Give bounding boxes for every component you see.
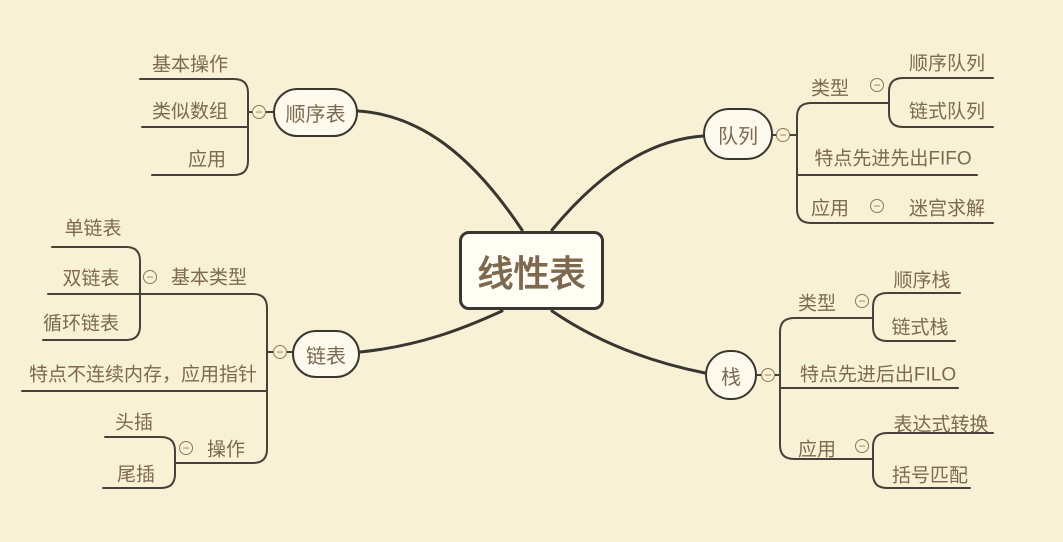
subtopic-biaodashi-zhuanhuan[interactable]: 表达式转换 — [893, 414, 989, 436]
minus-circle-icon: − — [779, 128, 787, 142]
subtopic-zhan-yingyong[interactable]: 应用 — [797, 439, 837, 461]
subtopic-lianshi-zhan[interactable]: 链式栈 — [891, 317, 949, 339]
subtopic-migong-qiujie[interactable]: 迷宫求解 — [908, 198, 986, 220]
bracket-zhan-yingyong-children — [872, 432, 994, 489]
collapse-toggle-zhan[interactable]: − — [761, 368, 775, 382]
subtopic-dan-lianbiao[interactable]: 单链表 — [64, 218, 122, 240]
subtopic-shunxubiao-yingyong[interactable]: 应用 — [187, 149, 227, 171]
edge-root-to-duilie — [550, 134, 705, 232]
subtopic-jiben-caozuo[interactable]: 基本操作 — [151, 54, 229, 76]
topic-lianbiao[interactable]: 链表 — [292, 330, 360, 378]
minus-circle-icon: − — [764, 368, 772, 382]
bracket-caozuo-children — [102, 436, 176, 489]
edge-root-to-shunxubiao — [356, 109, 524, 232]
subtopic-zhan-tedian[interactable]: 特点先进后出FILO — [799, 364, 957, 386]
subtopic-leisi-shuzu[interactable]: 类似数组 — [151, 101, 229, 123]
bracket-duilie-children — [796, 102, 994, 224]
subtopic-duilie-yingyong[interactable]: 应用 — [810, 198, 850, 220]
subtopic-shunxu-duilie[interactable]: 顺序队列 — [908, 53, 986, 75]
collapse-toggle-lianbiao[interactable]: − — [273, 345, 287, 359]
minus-circle-icon: − — [873, 78, 881, 92]
minus-circle-icon: − — [858, 439, 866, 453]
collapse-toggle-duilie[interactable]: − — [776, 128, 790, 142]
subtopic-shunxu-zhan[interactable]: 顺序栈 — [893, 270, 951, 292]
minus-circle-icon: − — [858, 294, 866, 308]
subtopic-kuohao-pipei[interactable]: 括号匹配 — [891, 465, 969, 487]
edge-root-to-zhan — [550, 309, 707, 375]
collapse-toggle-duilie-leixing[interactable]: − — [870, 78, 884, 92]
subtopic-toucha[interactable]: 头插 — [114, 412, 154, 434]
collapse-toggle-shunxubiao[interactable]: − — [252, 105, 266, 119]
subtopic-caozuo[interactable]: 操作 — [206, 439, 246, 461]
subtopic-jiben-leixing[interactable]: 基本类型 — [170, 267, 248, 289]
subtopic-xunhuan-lianbiao[interactable]: 循环链表 — [42, 313, 120, 335]
subtopic-weicha[interactable]: 尾插 — [116, 464, 156, 486]
collapse-toggle-jiben-leixing[interactable]: − — [143, 270, 157, 284]
collapse-toggle-duilie-yingyong[interactable]: − — [870, 199, 884, 213]
topic-shunxubiao[interactable]: 顺序表 — [273, 88, 358, 137]
minus-circle-icon: − — [146, 270, 154, 284]
collapse-toggle-zhan-yingyong[interactable]: − — [855, 439, 869, 453]
subtopic-duilie-leixing[interactable]: 类型 — [810, 78, 850, 100]
subtopic-lianbiao-tedian[interactable]: 特点不连续内存，应用指针 — [28, 364, 258, 386]
minus-circle-icon: − — [182, 441, 190, 455]
subtopic-shuang-lianbiao[interactable]: 双链表 — [62, 268, 120, 290]
subtopic-lianshi-duilie[interactable]: 链式队列 — [908, 101, 986, 123]
topic-duilie[interactable]: 队列 — [703, 108, 773, 160]
root-topic[interactable]: 线性表 — [459, 231, 604, 310]
minus-circle-icon: − — [255, 105, 263, 119]
edge-root-to-lianbiao — [358, 309, 504, 354]
minus-circle-icon: − — [873, 199, 881, 213]
topic-zhan[interactable]: 栈 — [705, 350, 757, 400]
collapse-toggle-caozuo[interactable]: − — [179, 441, 193, 455]
subtopic-zhan-leixing[interactable]: 类型 — [797, 293, 837, 315]
bracket-zhan-leixing-children — [872, 292, 961, 342]
minus-circle-icon: − — [276, 345, 284, 359]
collapse-toggle-zhan-leixing[interactable]: − — [855, 294, 869, 308]
bracket-lianbiao-children — [139, 293, 268, 464]
subtopic-duilie-tedian[interactable]: 特点先进先出FIFO — [814, 148, 972, 170]
bracket-duilie-leixing-children — [888, 77, 994, 128]
